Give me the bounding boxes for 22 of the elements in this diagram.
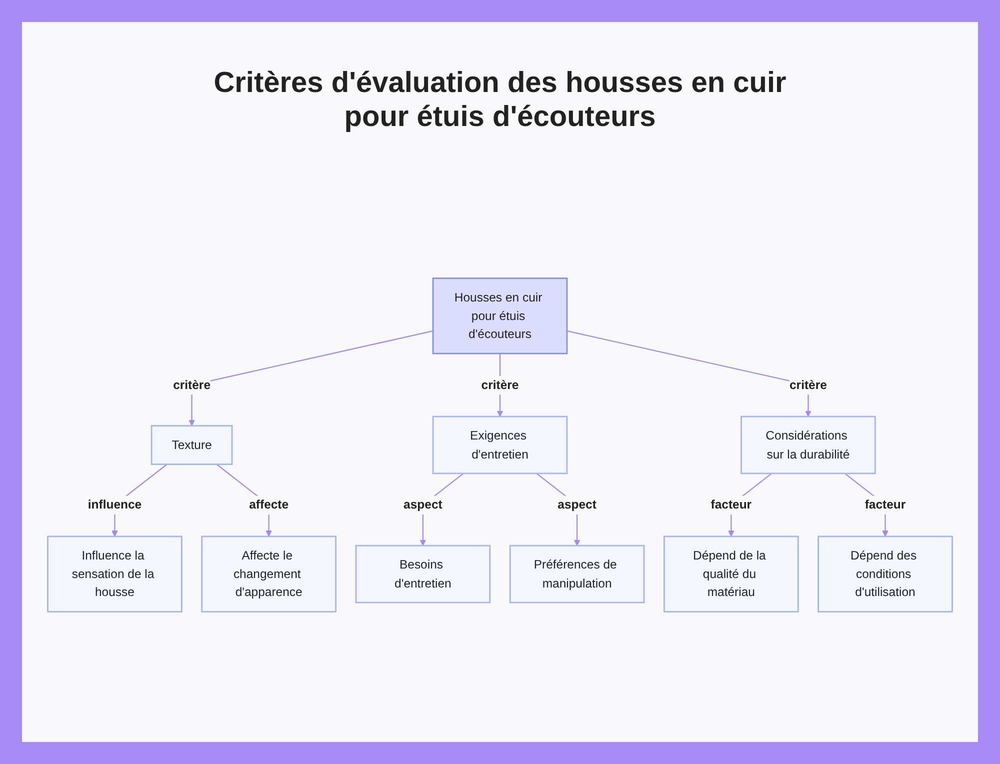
edge-label: critère — [481, 378, 519, 392]
node-box: Housses en cuir pour étuis d'écouteurs — [432, 278, 568, 354]
node-box: Texture — [150, 425, 233, 465]
edge-label: critère — [789, 378, 827, 392]
edge-label: affecte — [249, 498, 289, 512]
arrow — [566, 330, 812, 417]
node-box: Affecte le changement d'apparence — [201, 536, 337, 612]
diagram-title: Critères d'évaluation des housses en cuir pour étuis d'écouteurs — [212, 66, 788, 134]
edge-label: critère — [173, 378, 211, 392]
edge-label: facteur — [710, 498, 752, 512]
node-box: Exigences d'entretien — [432, 416, 568, 474]
node-box: Influence la sensation de la housse — [47, 536, 182, 612]
node-box: Dépend des conditions d'utilisation — [818, 536, 953, 612]
edge-label: influence — [88, 498, 142, 512]
edge-label: facteur — [864, 498, 906, 512]
node-box: Considérations sur la durabilité — [740, 416, 876, 474]
node-box: Dépend de la qualité du matériau — [663, 536, 799, 612]
edge-label: aspect — [558, 498, 596, 512]
node-box: Préférences de manipulation — [509, 544, 645, 604]
arrow — [188, 330, 434, 426]
node-box: Besoins d'entretien — [355, 544, 491, 604]
edge-label: aspect — [404, 498, 442, 512]
